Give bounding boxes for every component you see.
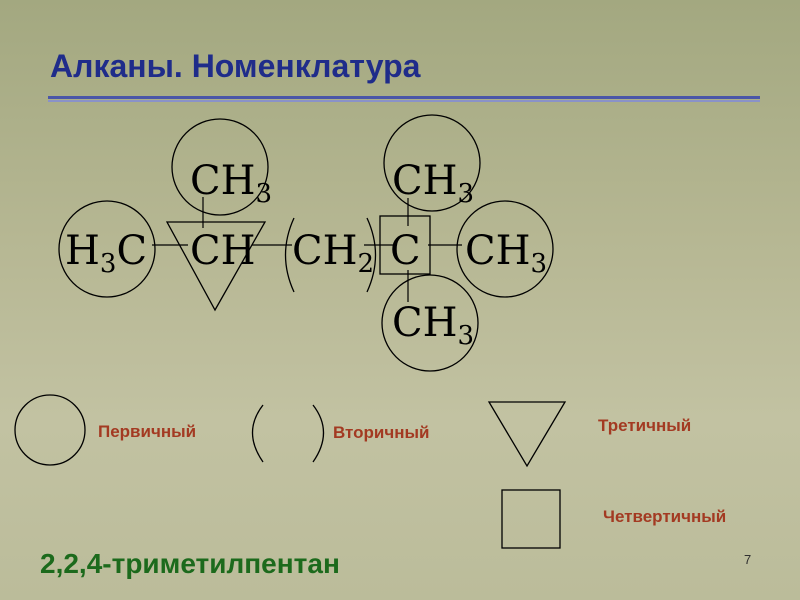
title-underline-shadow bbox=[48, 100, 760, 102]
group-ch3-top-left: CH3 bbox=[190, 158, 272, 209]
primary-circle-ch3-top-right bbox=[383, 114, 481, 212]
page-number: 7 bbox=[744, 552, 752, 567]
group-ch: CH bbox=[190, 228, 256, 274]
legend-secondary-label: Вторичный bbox=[333, 423, 430, 442]
legend-quaternary-label: Четвертичный bbox=[603, 507, 727, 526]
legend-primary-icon bbox=[14, 394, 86, 466]
legend-tertiary-icon bbox=[487, 401, 567, 468]
group-h3c: H3C bbox=[65, 228, 147, 279]
group-ch3-right: CH3 bbox=[465, 228, 547, 279]
tertiary-triangle-ch bbox=[165, 221, 267, 312]
compound-name: 2,2,4-триметилпентан bbox=[40, 548, 340, 579]
legend-quaternary-icon bbox=[501, 489, 561, 549]
legend-primary-label: Первичный bbox=[98, 422, 197, 441]
legend-tertiary-label: Третичный bbox=[598, 416, 692, 435]
quaternary-square-c bbox=[379, 215, 431, 275]
legend-secondary-icon-left bbox=[251, 404, 264, 463]
primary-circle-ch3-top-left bbox=[171, 118, 269, 216]
primary-circle-h3c bbox=[58, 200, 156, 298]
group-c: C bbox=[390, 228, 421, 274]
title-underline bbox=[48, 96, 760, 99]
secondary-bracket-right bbox=[366, 217, 377, 293]
primary-circle-ch3-right bbox=[456, 200, 554, 298]
legend-secondary-icon-right bbox=[312, 404, 325, 463]
group-ch3-bottom: CH3 bbox=[392, 300, 474, 351]
group-ch2: CH2 bbox=[292, 228, 374, 279]
slide-title: Алканы. Номенклатура bbox=[50, 48, 421, 84]
secondary-bracket-left bbox=[284, 217, 295, 293]
primary-circle-ch3-bottom bbox=[381, 274, 479, 372]
